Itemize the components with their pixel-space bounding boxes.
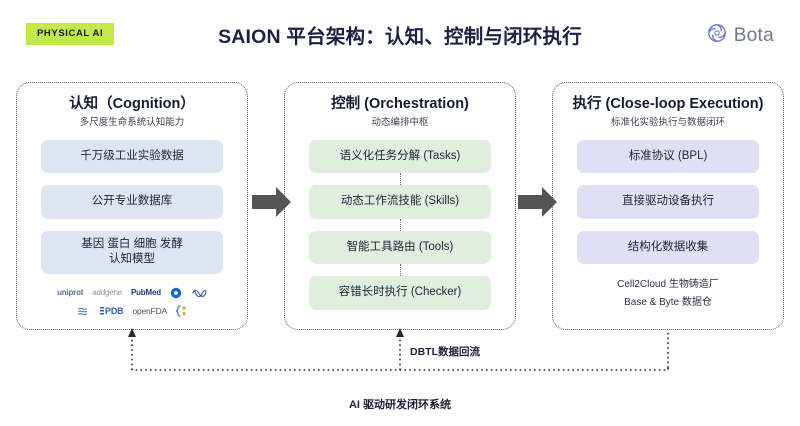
cognition-item[interactable]: 千万级工业实验数据	[41, 139, 223, 174]
brand-logo: Bota	[706, 22, 774, 49]
orchestration-item[interactable]: 智能工具路由 (Tools)	[309, 230, 491, 265]
column-orchestration-subtitle: 动态编排中枢	[371, 117, 429, 129]
column-execution: 执行 (Close-loop Execution) 标准化实验执行与数据闭环 标…	[552, 82, 784, 330]
orchestration-item[interactable]: 动态工作流技能 (Skills)	[309, 185, 491, 219]
flow-connector	[399, 218, 401, 231]
column-execution-title: 执行 (Close-loop Execution)	[572, 96, 764, 112]
pdb-logo-icon: PDB	[100, 304, 124, 318]
pdb-logo-label: PDB	[105, 305, 124, 316]
pubmed-logo-label: PubMed	[130, 288, 161, 298]
uniprot-logo-icon: uniprot	[57, 286, 83, 300]
pubmed-logo-icon: PubMed	[131, 286, 161, 300]
execution-item[interactable]: 标准协议 (BPL)	[577, 139, 759, 174]
architecture-columns: 认知（Cognition） 多尺度生命系统认知能力 千万级工业实验数据 公开专业…	[0, 82, 800, 332]
cognition-item[interactable]: 公开专业数据库	[41, 185, 223, 219]
arrow-orchestration-to-execution	[518, 186, 558, 218]
arrow-cognition-to-orchestration	[252, 186, 292, 218]
openfda-logo-label: openFDA	[132, 306, 167, 317]
column-execution-subtitle: 标准化实验执行与数据闭环	[610, 117, 725, 129]
column-cognition: 认知（Cognition） 多尺度生命系统认知能力 千万级工业实验数据 公开专业…	[16, 82, 248, 330]
page-title: SAION 平台架构：认知、控制与闭环执行	[218, 26, 582, 48]
logo-row: uniprot addgene PubMed	[57, 286, 207, 301]
physical-ai-badge: PHYSICAL AI	[26, 23, 115, 45]
execution-item-list: 标准协议 (BPL) 直接驱动设备执行 结构化数据收集	[567, 139, 769, 265]
orchestration-item[interactable]: 容错长时执行 (Checker)	[309, 276, 491, 310]
addgene-logo-label: addgene	[92, 288, 122, 298]
execution-item[interactable]: 直接驱动设备执行	[577, 185, 759, 219]
column-cognition-subtitle: 多尺度生命系统认知能力	[79, 117, 185, 129]
execution-item[interactable]: 结构化数据收集	[577, 230, 759, 265]
swirl-mark-logo-icon	[77, 304, 91, 318]
brand-name: Bota	[733, 25, 774, 46]
execution-footnote: Cell2Cloud 生物铸造厂	[617, 279, 719, 291]
page-header: PHYSICAL AI SAION 平台架构：认知、控制与闭环执行 Bota	[0, 0, 800, 64]
column-orchestration: 控制 (Orchestration) 动态编排中枢 语义化任务分解 (Tasks…	[284, 82, 516, 330]
orchestration-item[interactable]: 语义化任务分解 (Tasks)	[309, 139, 491, 174]
column-cognition-title: 认知（Cognition）	[69, 96, 195, 112]
flow-connector	[399, 173, 401, 186]
dbtl-loop-label: DBTL数据回流	[410, 346, 480, 358]
cognition-item-list: 千万级工业实验数据 公开专业数据库 基因 蛋白 细胞 发酵 认知模型	[31, 139, 233, 274]
flow-connector	[399, 264, 401, 277]
pdb-bars-icon	[100, 306, 105, 316]
bota-swirl-icon	[706, 22, 728, 49]
execution-footnote: Base & Byte 数据仓	[624, 296, 712, 308]
openfda-logo-icon: openFDA	[132, 304, 167, 318]
column-orchestration-title: 控制 (Orchestration)	[331, 96, 469, 112]
bracket-mark-logo-icon	[175, 304, 187, 318]
system-caption: AI 驱动研发闭环系统	[348, 399, 452, 411]
orchestration-item-list: 语义化任务分解 (Tasks) 动态工作流技能 (Skills) 智能工具路由 …	[299, 139, 501, 310]
logo-row: PDB openFDA	[77, 304, 187, 319]
execution-footnotes: Cell2Cloud 生物铸造厂 Base & Byte 数据仓	[567, 276, 769, 311]
cognition-item[interactable]: 基因 蛋白 细胞 发酵 认知模型	[41, 230, 223, 274]
addgene-logo-icon: addgene	[92, 286, 122, 300]
circle-mark-logo-icon	[170, 286, 182, 300]
dbtl-feedback-loop	[0, 325, 800, 421]
uniprot-logo-label: uniprot	[57, 288, 84, 298]
meta-infinity-logo-icon	[191, 286, 207, 300]
database-logo-grid: uniprot addgene PubMed	[31, 286, 233, 319]
